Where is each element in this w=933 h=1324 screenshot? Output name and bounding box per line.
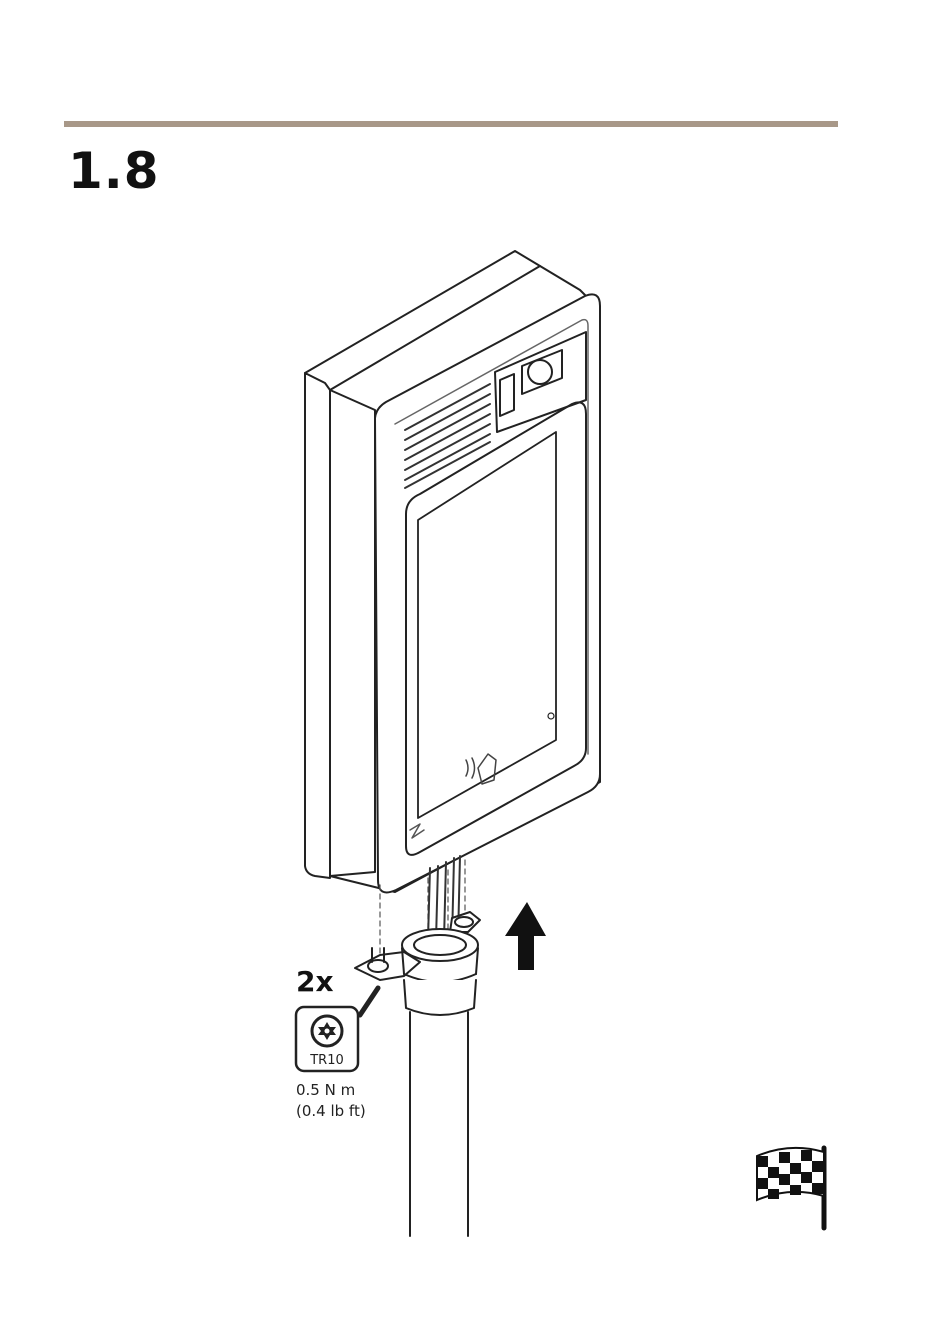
conduit-fitting bbox=[402, 929, 478, 1015]
torque-lbft: (0.4 lb ft) bbox=[296, 1101, 366, 1122]
conduit-pipe bbox=[410, 1012, 468, 1236]
screw-quantity: 2x bbox=[296, 968, 334, 996]
tool-label: TR10 bbox=[309, 1053, 344, 1068]
checkered-flag-icon bbox=[757, 1148, 824, 1228]
torque-spec: 0.5 N m (0.4 lb ft) bbox=[296, 1080, 366, 1122]
arrow-up-icon bbox=[505, 902, 546, 970]
torque-nm: 0.5 N m bbox=[296, 1080, 366, 1101]
callout-pointer bbox=[360, 988, 378, 1015]
